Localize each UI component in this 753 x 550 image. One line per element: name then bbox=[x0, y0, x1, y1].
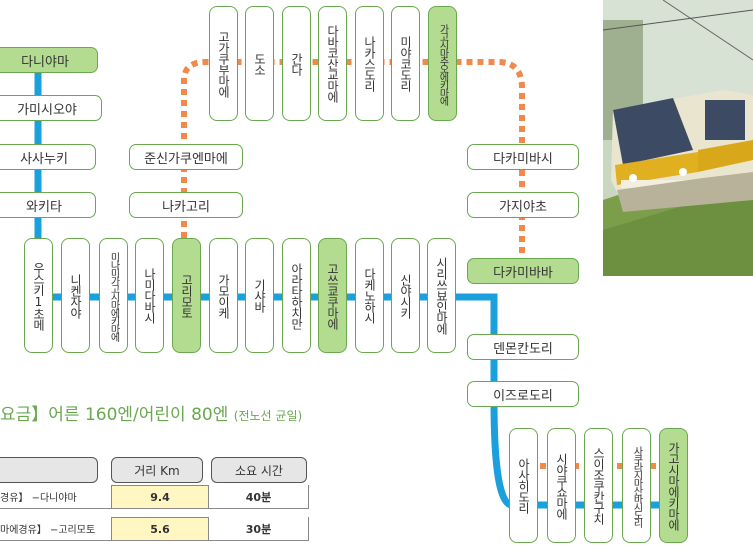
route-label: 마에경유】 −고리모토 bbox=[0, 525, 96, 536]
table-header-route bbox=[0, 457, 98, 483]
station-junshin[interactable]: 준신가쿠엔마에 bbox=[129, 144, 243, 170]
station-label: 다바코산교마에 bbox=[325, 25, 340, 102]
station-label: 이즈로도리 bbox=[493, 388, 553, 404]
table-row-2-km: 5.6 bbox=[111, 517, 209, 541]
fare-text: 요금】어른 160엔/어린이 80엔 bbox=[0, 405, 229, 425]
station-label: 도소 bbox=[252, 52, 267, 75]
station-label: 가고시마에키마에 bbox=[666, 441, 681, 530]
station-label: 아라타하치만 bbox=[289, 262, 304, 329]
station-label: 간다 bbox=[289, 52, 304, 75]
station-takamibashi[interactable]: 다카미바시 bbox=[467, 144, 579, 170]
station-label: 가모이케 bbox=[216, 273, 231, 318]
station-takenohashi[interactable]: 다케노하시 bbox=[355, 238, 384, 353]
time-value: 40분 bbox=[245, 490, 272, 504]
station-daniyama[interactable]: 다니야마 bbox=[0, 47, 98, 73]
station-label: 사사누키 bbox=[20, 151, 68, 167]
time-value: 30분 bbox=[245, 522, 272, 536]
station-nakagori[interactable]: 나카고리 bbox=[129, 192, 243, 218]
station-label: 사쿠라지마산바시도리 bbox=[631, 445, 642, 526]
station-label: 준신가쿠엔마에 bbox=[144, 151, 228, 167]
station-nakasudori[interactable]: 나카스도리 bbox=[355, 6, 384, 121]
station-kagoshimaeki[interactable]: 가고시마에키마에 bbox=[659, 428, 688, 543]
station-wakita[interactable]: 와키타 bbox=[0, 192, 96, 218]
station-label: 가미시오야 bbox=[17, 102, 77, 118]
table-header-time: 소요 시간 bbox=[211, 457, 307, 483]
station-korimoto[interactable]: 고리모토 bbox=[172, 238, 201, 353]
station-label: 와키타 bbox=[26, 199, 62, 215]
station-nikenjaya[interactable]: 니켄자야 bbox=[61, 238, 90, 353]
fare-info: 요금】어른 160엔/어린이 80엔 (전노선 균일) bbox=[0, 400, 302, 425]
station-izuro[interactable]: 이즈로도리 bbox=[467, 381, 579, 407]
table-row-1-route: 경유】 −다니야마 bbox=[0, 485, 111, 509]
station-namidabashi[interactable]: 나미다바시 bbox=[135, 238, 164, 353]
station-label: 고가쿠부마에 bbox=[216, 30, 231, 97]
station-sasanuki[interactable]: 사사누키 bbox=[0, 144, 96, 170]
station-doso[interactable]: 도소 bbox=[245, 6, 274, 121]
station-tenmonkan[interactable]: 덴몬칸도리 bbox=[467, 334, 579, 360]
station-aratahachiman[interactable]: 아라타하치만 bbox=[282, 238, 311, 353]
station-kajiya[interactable]: 가지야초 bbox=[467, 192, 579, 218]
station-kotsukyoku[interactable]: 고쓰쿄쿠마에 bbox=[318, 238, 347, 353]
station-label: 신야시키 bbox=[398, 273, 413, 318]
station-shiritsubyoin[interactable]: 시리쓰뵤인마에 bbox=[427, 238, 456, 353]
station-asahidori[interactable]: 아사히도리 bbox=[509, 428, 538, 543]
tram-photo bbox=[603, 0, 753, 276]
station-label: 가지야초 bbox=[499, 199, 547, 215]
station-kanda[interactable]: 간다 bbox=[282, 6, 311, 121]
header-label: 소요 시간 bbox=[235, 463, 283, 478]
station-shinyashiki[interactable]: 신야시키 bbox=[391, 238, 420, 353]
orange-dashed-line bbox=[181, 59, 525, 262]
station-label: 아사히도리 bbox=[516, 458, 531, 513]
header-label: 거리 Km bbox=[134, 463, 180, 478]
station-label: 시야쿠쇼마에 bbox=[554, 452, 569, 519]
station-kamoike[interactable]: 가모이케 bbox=[209, 238, 238, 353]
station-miyakodori[interactable]: 미야코도리 bbox=[391, 6, 420, 121]
station-label: 다니야마 bbox=[21, 54, 69, 70]
table-row-2-time: 30분 bbox=[209, 517, 309, 541]
station-label: 미나미가고시마에키마에 bbox=[108, 251, 119, 340]
km-value: 5.6 bbox=[150, 522, 170, 536]
station-label: 다케노하시 bbox=[362, 268, 377, 323]
station-label: 스이조쿠칸구치 bbox=[591, 447, 606, 524]
table-header-distance: 거리 Km bbox=[111, 457, 203, 483]
station-label: 다카미바바 bbox=[493, 265, 553, 281]
station-label: 나카고리 bbox=[162, 199, 210, 215]
station-minamikagoshima[interactable]: 미나미가고시마에키마에 bbox=[99, 238, 128, 353]
station-label: 고리모토 bbox=[179, 273, 194, 318]
table-row-1-km: 9.4 bbox=[111, 485, 209, 509]
station-label: 나미다바시 bbox=[142, 268, 157, 323]
station-suizokukanguchi[interactable]: 스이조쿠칸구치 bbox=[584, 428, 613, 543]
station-usuki[interactable]: 우스키1초메 bbox=[24, 238, 53, 353]
station-gamishioya[interactable]: 가미시오야 bbox=[0, 95, 102, 121]
station-shiyakushomae[interactable]: 시야쿠쇼마에 bbox=[547, 428, 576, 543]
route-label: 경유】 −다니야마 bbox=[0, 493, 77, 504]
station-kagoshimachuo[interactable]: 가고시마추오에키마에 bbox=[428, 6, 457, 121]
fare-note: (전노선 균일) bbox=[233, 409, 303, 423]
station-sakurajimasanbashi[interactable]: 사쿠라지마산바시도리 bbox=[622, 428, 651, 543]
station-takamibaba[interactable]: 다카미바바 bbox=[467, 258, 579, 284]
station-label: 니켄자야 bbox=[68, 273, 83, 318]
station-tabakosangyo[interactable]: 다바코산교마에 bbox=[318, 6, 347, 121]
station-label: 시리쓰뵤인마에 bbox=[434, 257, 449, 334]
station-kishaba[interactable]: 기샤바 bbox=[245, 238, 274, 353]
table-row-1-time: 40분 bbox=[209, 485, 309, 509]
station-label: 덴몬칸도리 bbox=[493, 341, 553, 357]
station-label: 기샤바 bbox=[252, 279, 267, 312]
station-label: 가고시마추오에키마에 bbox=[437, 23, 448, 104]
table-row-2-route: 마에경유】 −고리모토 bbox=[0, 517, 111, 541]
station-label: 고쓰쿄쿠마에 bbox=[325, 262, 340, 329]
station-label: 나카스도리 bbox=[362, 36, 377, 91]
station-label: 우스키1초메 bbox=[31, 261, 46, 330]
station-kogakubu[interactable]: 고가쿠부마에 bbox=[209, 6, 238, 121]
km-value: 9.4 bbox=[150, 490, 170, 504]
station-label: 미야코도리 bbox=[398, 36, 413, 91]
station-label: 다카미바시 bbox=[493, 151, 553, 167]
